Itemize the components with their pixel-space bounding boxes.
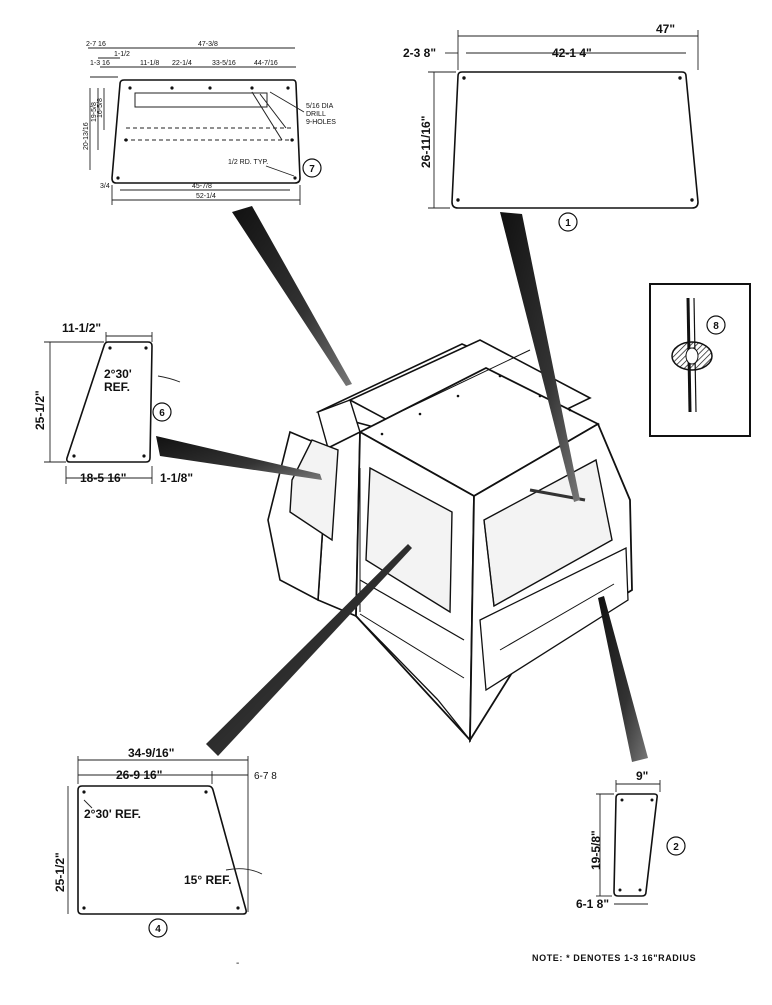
svg-text:2: 2 — [673, 842, 679, 853]
p4-dim-top: 26-9 16" — [116, 768, 162, 782]
part-2-drawing: 9" 19-5/8" 6-1 8" 2 — [576, 769, 686, 911]
p6-dim-bottom: 18-5 16" — [80, 471, 126, 485]
p1-dim-overall-top: 47" — [656, 22, 675, 36]
p4-dim-height: 25-1/2" — [53, 852, 67, 892]
p7-dim-overall-top: 47-3/8 — [198, 41, 218, 48]
p6-dim-bottom-right: 1-1/8" — [160, 471, 193, 485]
callout-2: 2 — [666, 836, 686, 856]
p1-dim-inner-top: 42-1 4" — [552, 46, 592, 60]
p7-hole-note-2: DRILL — [306, 111, 326, 118]
p6-dim-angle: 2°30' — [104, 367, 132, 381]
svg-text:6: 6 — [159, 408, 165, 419]
p7-dim-spacing-1: 11-1/8 — [140, 60, 159, 67]
p7-dim-spacing-3: 33-5/16 — [212, 60, 236, 67]
p4-dim-angle-left: 2°30' REF. — [84, 807, 141, 821]
stray-dash-mark: - — [236, 958, 240, 969]
p7-dim-spacing-4: 44-7/16 — [254, 60, 278, 67]
p2-dim-bottom: 6-1 8" — [576, 897, 609, 911]
p7-dim-top-left-1: 2-7 16 — [86, 41, 106, 48]
part-4-drawing: 34-9/16" 26-9 16" 6-7 8 2°30' REF. 25-1/… — [53, 746, 277, 938]
p6-dim-angle-ref: REF. — [104, 380, 130, 394]
svg-text:1: 1 — [565, 218, 571, 229]
footnote-radius: NOTE: * DENOTES 1-3 16"RADIUS — [532, 953, 697, 963]
svg-text:7: 7 — [309, 164, 315, 175]
cab-isometric — [267, 339, 633, 744]
p2-dim-top: 9" — [636, 769, 648, 783]
leader-pointers — [156, 206, 648, 762]
part-8-detail: 8 — [649, 283, 751, 437]
callout-1: 1 — [558, 212, 578, 232]
p7-corner-note: 1/2 RD. TYP. — [228, 159, 268, 166]
p6-dim-height: 25-1/2" — [33, 390, 47, 430]
part-7-drawing: 2-7 16 1-1/2 1-3 16 11-1/8 22-1/4 33-5/1… — [83, 41, 336, 205]
callout-6: 6 — [152, 402, 172, 422]
p1-dim-left-offset: 2-3 8" — [403, 46, 436, 60]
p7-dim-bottom-left: 3/4 — [100, 183, 110, 190]
p6-dim-top: 11-1/2" — [62, 321, 101, 335]
p1-dim-height: 26-11/16" — [419, 116, 433, 168]
p4-dim-angle-right: 15° REF. — [184, 873, 231, 887]
part-6-drawing: 11-1/2" 25-1/2" 2°30' REF. 18-5 16" 1-1/… — [33, 321, 193, 485]
p7-dim-spacing-2: 22-1/4 — [172, 60, 192, 67]
p7-dim-left-3: 20-13/16 — [83, 122, 90, 150]
part-1-drawing: 47" 2-3 8" 42-1 4" 26-11/16" 1 — [403, 22, 699, 232]
part-7-holes — [116, 86, 297, 180]
p7-dim-top-left-2: 1-1/2 — [114, 51, 130, 58]
p7-dim-left-2: 16-5/8 — [97, 98, 104, 118]
callout-8: 8 — [706, 315, 726, 335]
p7-dim-top-left-3: 1-3 16 — [90, 60, 110, 67]
p7-hole-note-3: 9-HOLES — [306, 119, 336, 126]
svg-text:8: 8 — [713, 321, 719, 332]
p7-dim-bottom-mid: 45-7/8 — [192, 183, 212, 190]
p4-dim-overall: 34-9/16" — [128, 746, 174, 760]
p7-hole-note-1: 5/16 DIA — [306, 103, 334, 110]
callout-7: 7 — [302, 158, 322, 178]
p7-dim-left-1: 19-5/8 — [91, 102, 98, 122]
callout-4: 4 — [148, 918, 168, 938]
p4-dim-top-right: 6-7 8 — [254, 771, 277, 782]
p7-dim-bottom-overall: 52-1/4 — [196, 193, 216, 200]
svg-text:4: 4 — [155, 924, 161, 935]
p2-dim-height: 19-5/8" — [589, 830, 603, 870]
